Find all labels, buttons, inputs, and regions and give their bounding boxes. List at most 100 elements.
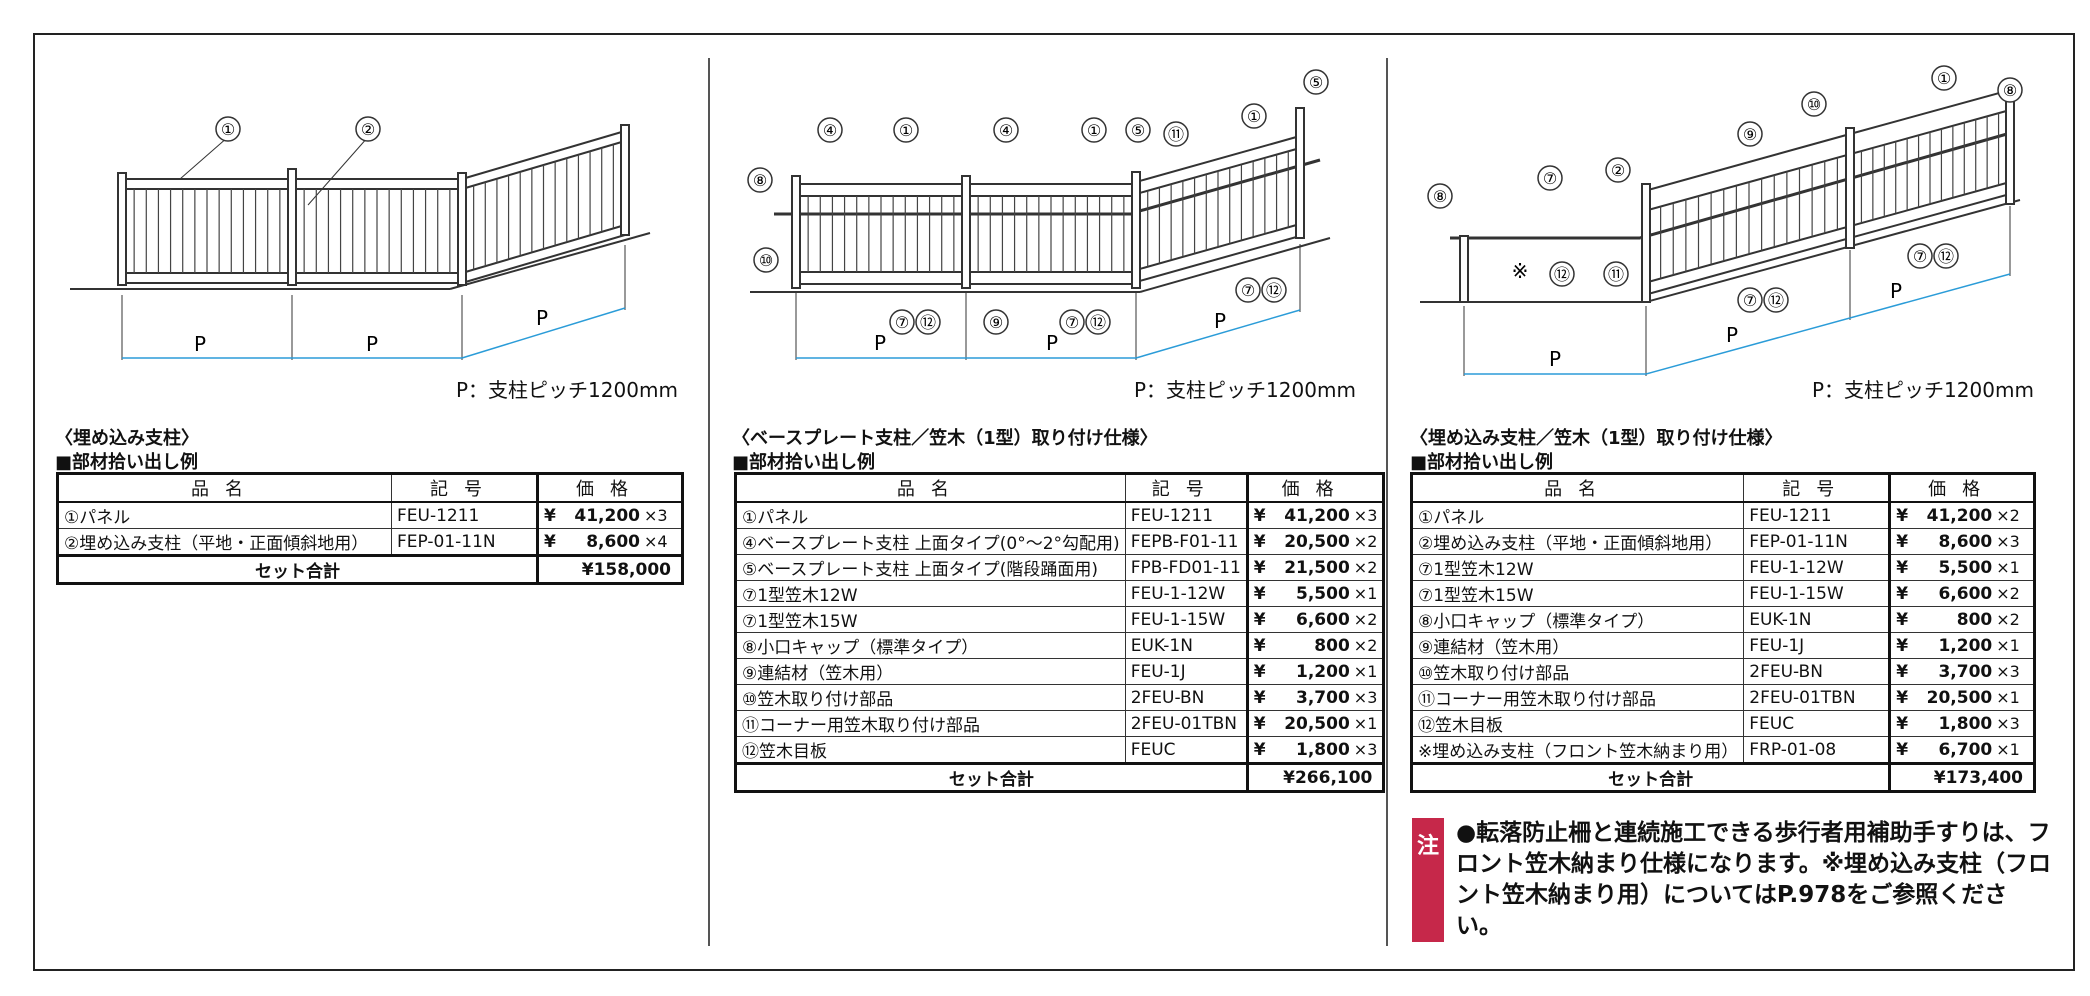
part-price: ¥41,200×3 — [536, 501, 683, 529]
currency-symbol: ¥ — [1896, 505, 1909, 526]
quantity: ×2 — [1353, 635, 1378, 655]
part-code: EUK-1N — [1743, 606, 1891, 633]
price-amount: 6,700 — [1938, 739, 1993, 760]
part-name: ⑦1型笠木12W — [735, 580, 1126, 607]
part-name: ④ベースプレート支柱 上面タイプ(0°～2°勾配用) — [735, 528, 1126, 555]
column-divider-1 — [708, 58, 710, 946]
table-row: ④ベースプレート支柱 上面タイプ(0°～2°勾配用)FEPB-F01-11¥20… — [735, 528, 1385, 555]
quantity: ×2 — [1996, 609, 2020, 629]
price-amount: 3,700 — [1938, 661, 1993, 682]
diagram2-marker-12a: ⑫ — [920, 313, 936, 332]
part-price: ¥8,600×4 — [536, 528, 683, 556]
diagram3-marker-8: ⑧ — [1433, 187, 1447, 206]
part-code: FEU-1211 — [1743, 501, 1891, 529]
part-code: EUK-1N — [1124, 632, 1248, 659]
price-amount: 5,500 — [1296, 583, 1350, 604]
pitch-note-3: P：支柱ピッチ1200mm — [1812, 378, 2034, 402]
part-code: FEU-1-15W — [1743, 580, 1891, 607]
price-amount: 41,200 — [1926, 505, 1993, 526]
diagram3-marker-7b: ⑦ — [1743, 291, 1757, 310]
header-price: 価格 — [1245, 473, 1385, 503]
diagram3-marker-12c: ⑫ — [1938, 247, 1954, 266]
part-name: ①パネル — [57, 501, 392, 529]
note-mark: 注 — [1412, 818, 1444, 942]
price-amount: 8,600 — [1938, 531, 1993, 552]
quantity: ×2 — [1996, 505, 2020, 525]
currency-symbol: ¥ — [1253, 635, 1266, 656]
header-price: 価格 — [536, 473, 683, 503]
part-price: ¥1,200×1 — [1888, 632, 2035, 659]
diagram2-marker-12b: ⑫ — [1090, 313, 1106, 332]
part-name: ⑧小口キャップ（標準タイプ） — [735, 632, 1126, 659]
diagram3-marker-11: ⑪ — [1608, 265, 1624, 284]
diagram3-pitch-1: P — [1549, 347, 1561, 371]
part-price: ¥3,700×3 — [1245, 684, 1385, 711]
fence-diagram-embedded-post: ① ② P P P — [70, 116, 651, 360]
part-name: ⑦1型笠木15W — [1410, 580, 1745, 607]
part-code: 2FEU-01TBN — [1743, 684, 1891, 711]
panel3-total-label: セット合計 — [1410, 762, 1891, 792]
part-name: ⑨連結材（笠木用） — [735, 658, 1126, 685]
currency-symbol: ¥ — [1896, 739, 1909, 760]
part-name: ①パネル — [1410, 501, 1745, 529]
currency-symbol: ¥ — [1896, 713, 1909, 734]
currency-symbol: ¥ — [1253, 505, 1266, 526]
part-price: ¥5,500×1 — [1245, 580, 1385, 607]
price-amount: 20,500 — [1284, 713, 1350, 734]
panel1-list-heading: ■部材拾い出し例 — [55, 452, 199, 473]
header-price: 価格 — [1888, 473, 2035, 503]
part-code: FEU-1J — [1124, 658, 1248, 685]
part-code: FEU-1-12W — [1124, 580, 1248, 607]
quantity: ×1 — [1353, 713, 1378, 733]
currency-symbol: ¥ — [1896, 635, 1909, 656]
price-amount: 1,200 — [1938, 635, 1993, 656]
price-amount: 20,500 — [1284, 531, 1350, 552]
panel2-total-value: ¥266,100 — [1245, 762, 1385, 792]
header-code: 記号 — [391, 473, 538, 503]
diagram2-marker-7c: ⑦ — [1241, 281, 1255, 300]
diagram3-marker-1: ① — [1937, 69, 1951, 88]
fence-diagram-baseplate-post: ④ ① ④ ① ⑤ ⑪ ① ⑤ ⑧ ⑩ ⑦ ⑫ ⑨ ⑦ ⑫ ⑦ ⑫ P P P — [747, 69, 1331, 360]
panel3-title: 〈埋め込み支柱／笠木（1型）取り付け仕様〉 — [1410, 428, 1783, 449]
quantity: ×3 — [1353, 739, 1378, 759]
table-row: ⑤ベースプレート支柱 上面タイプ(階段踊面用)FPB-FD01-11¥21,50… — [735, 554, 1385, 581]
price-amount: 6,600 — [1296, 609, 1350, 630]
part-code: FEUC — [1124, 736, 1248, 764]
header-name: 品名 — [1410, 473, 1745, 503]
price-amount: 1,800 — [1938, 713, 1993, 734]
currency-symbol: ¥ — [1253, 557, 1266, 578]
price-amount: 5,500 — [1938, 557, 1993, 578]
part-price: ¥1,800×3 — [1245, 736, 1385, 764]
diagram1-pitch-1: P — [194, 332, 206, 356]
part-price: ¥800×2 — [1245, 632, 1385, 659]
part-price: ¥21,500×2 — [1245, 554, 1385, 581]
part-price: ¥3,700×3 — [1888, 658, 2035, 685]
quantity: ×1 — [1996, 687, 2020, 707]
currency-symbol: ¥ — [1253, 687, 1266, 708]
diagram1-pitch-3: P — [536, 306, 548, 330]
panel2-list-heading: ■部材拾い出し例 — [732, 452, 876, 473]
currency-symbol: ¥ — [544, 531, 556, 552]
panel2-title: 〈ベースプレート支柱／笠木（1型）取り付け仕様〉 — [732, 428, 1158, 449]
part-code: 2FEU-BN — [1743, 658, 1891, 685]
part-code: FEU-1J — [1743, 632, 1891, 659]
price-amount: 41,200 — [1284, 505, 1350, 526]
diagram1-marker-2: ② — [361, 120, 375, 139]
part-name: ⑤ベースプレート支柱 上面タイプ(階段踊面用) — [735, 554, 1126, 581]
panel1-total-label: セット合計 — [57, 554, 538, 584]
quantity: ×4 — [644, 531, 668, 551]
currency-symbol: ¥ — [1253, 609, 1266, 630]
price-amount: 8,600 — [586, 531, 640, 552]
quantity: ×2 — [1996, 583, 2020, 603]
note-text: ●転落防止柵と連続施工できる歩行者用補助手すりは、フロント笠木納まり仕様になりま… — [1456, 820, 2052, 939]
price-amount: 1,200 — [1296, 661, 1350, 682]
table-row: ※埋め込み支柱（フロント笠木納まり用）FRP-01-08¥6,700×1 — [1410, 736, 2035, 764]
diagram2-marker-4a: ④ — [823, 121, 837, 140]
